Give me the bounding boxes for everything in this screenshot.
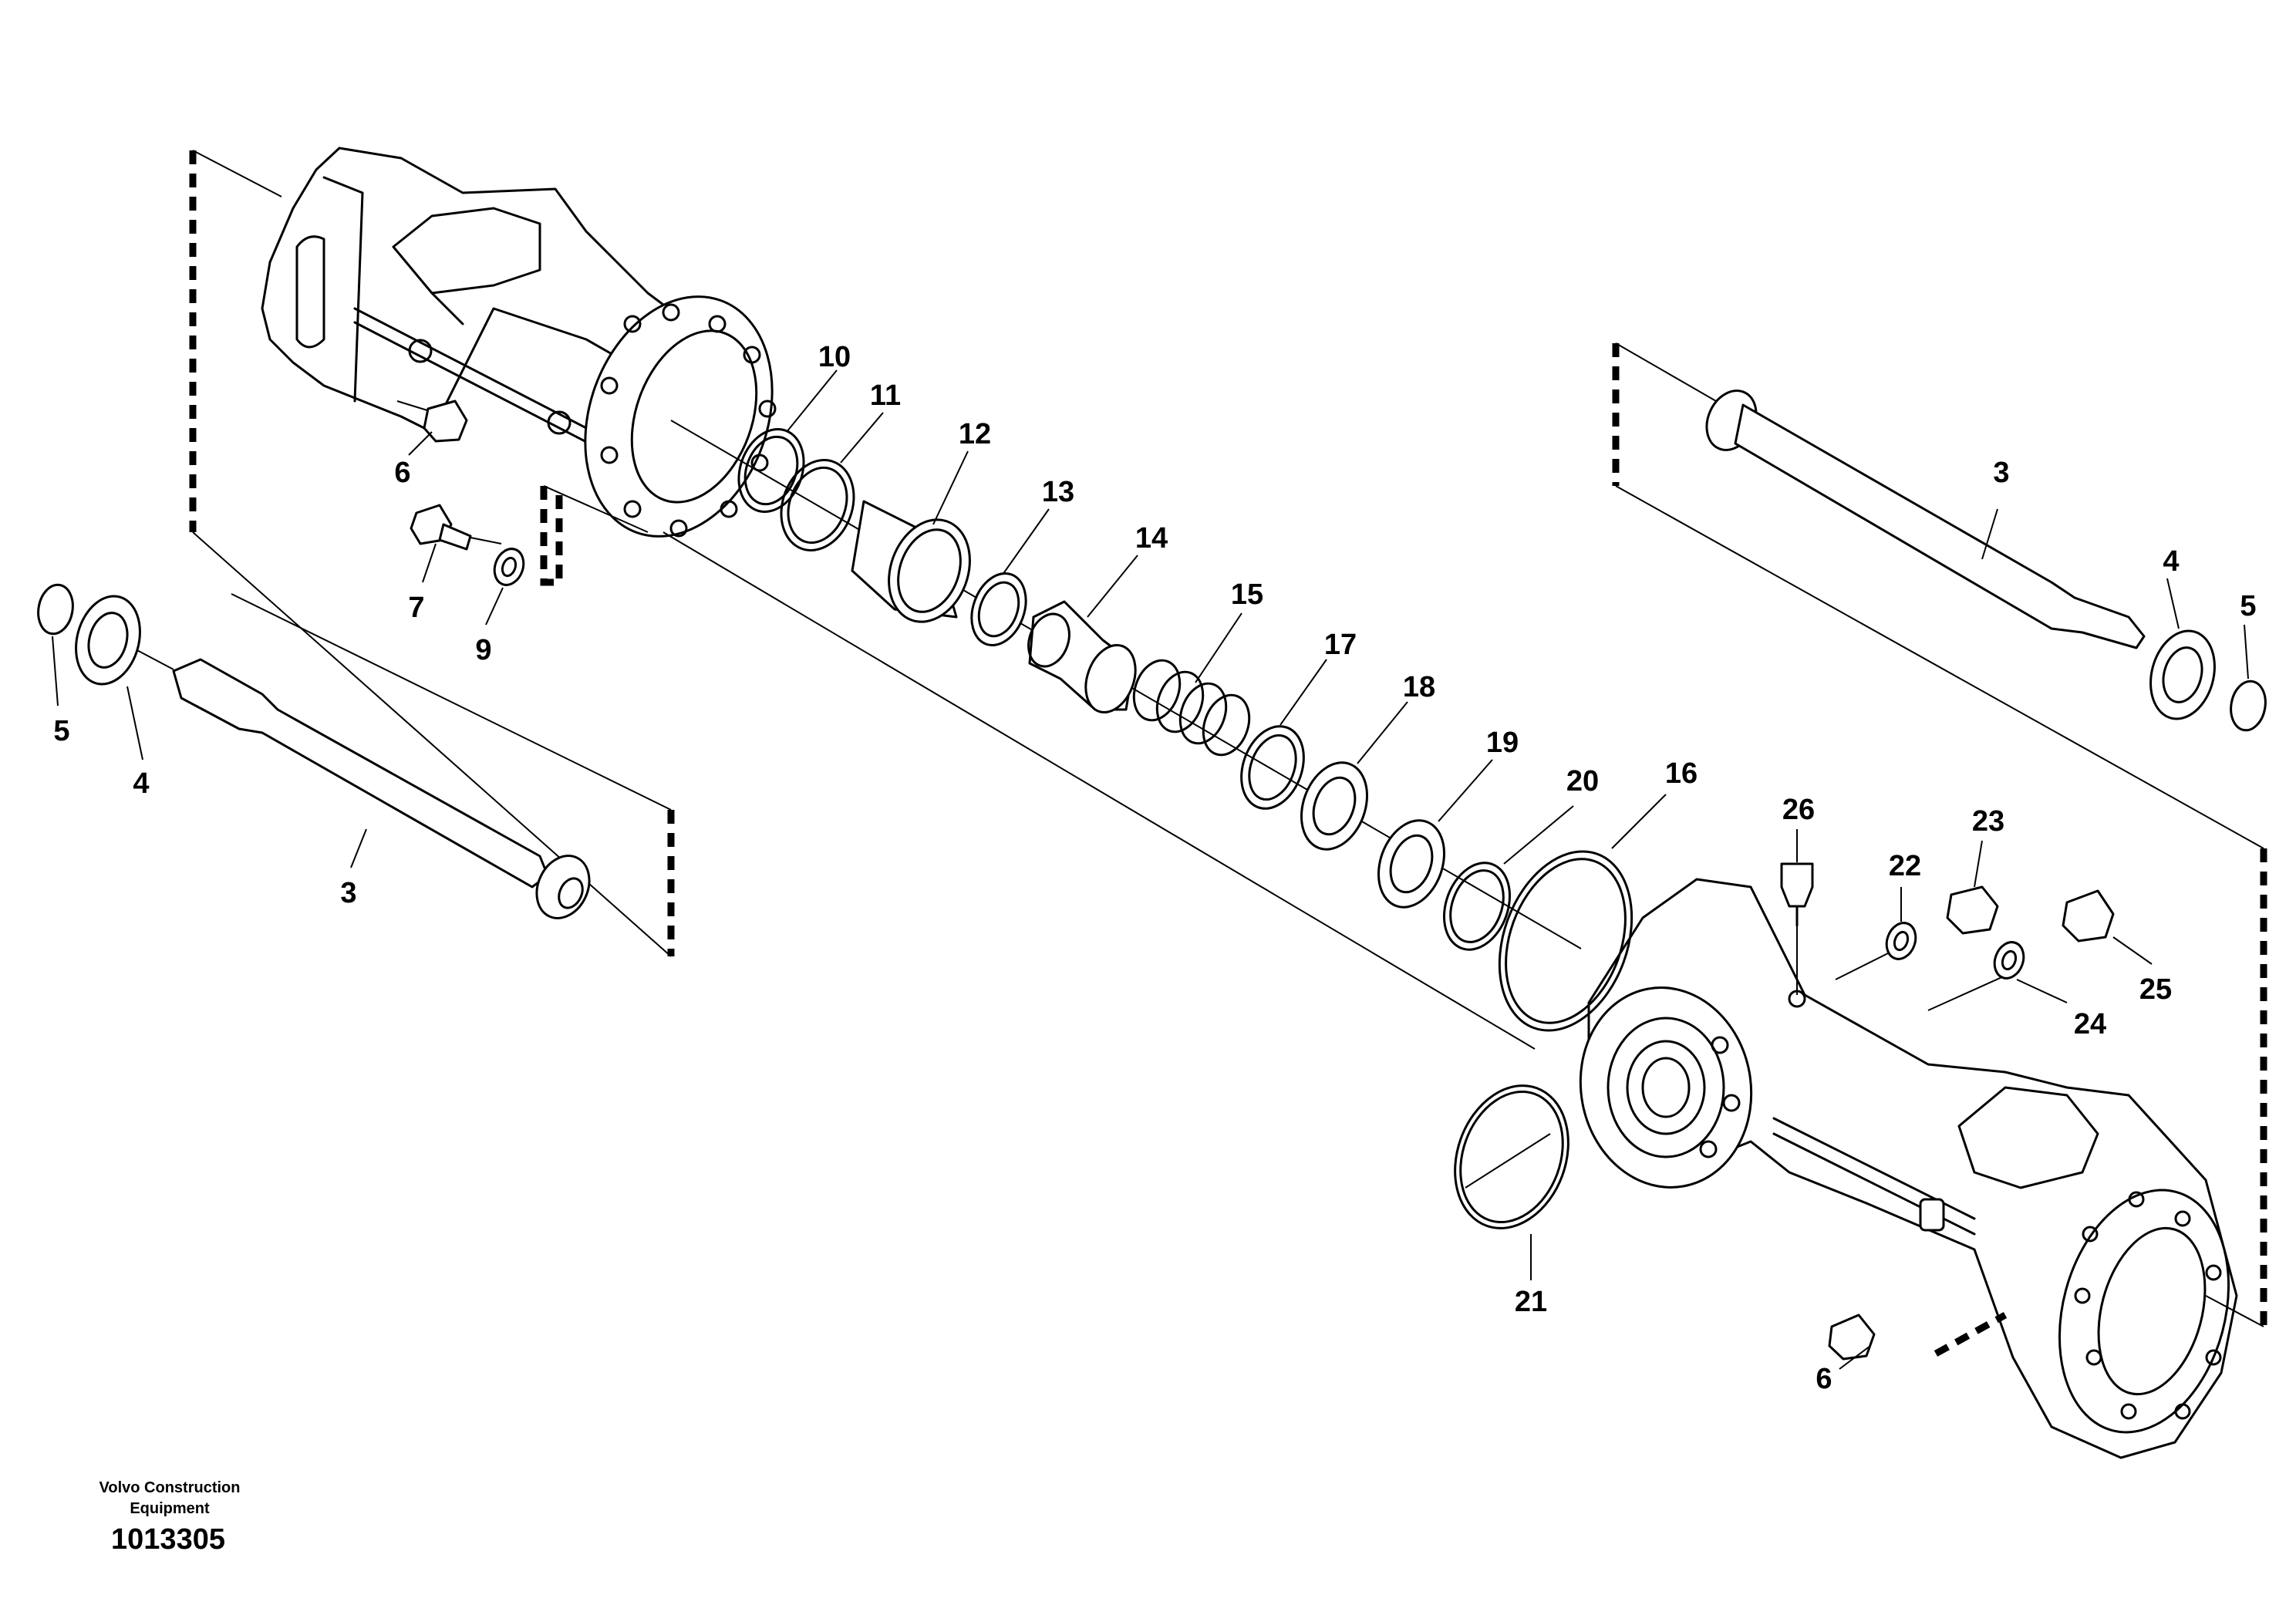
callout-16: 16	[1665, 757, 1698, 790]
plug-25	[2062, 889, 2115, 943]
bushing-12	[851, 500, 971, 623]
callout-21: 21	[1515, 1286, 1547, 1318]
plug-23	[1946, 885, 1999, 935]
callout-6-left: 6	[394, 457, 410, 489]
callout-3-right: 3	[1993, 457, 2009, 489]
washer-22	[1885, 922, 1917, 960]
callout-labels: 10 11 12 13 14 15 17 18 19 20 16 26 22 2…	[53, 341, 2256, 1395]
right-axle-housing	[1579, 878, 2238, 1459]
hub-14	[1027, 600, 1137, 714]
bearing-4-left	[75, 595, 141, 686]
bearing-4-right	[2149, 629, 2216, 720]
callout-24: 24	[2074, 1008, 2106, 1040]
snap-ring-5-right	[2230, 679, 2267, 732]
callout-22: 22	[1889, 850, 1921, 882]
needle-bearing-13	[970, 572, 1027, 646]
half-shaft-3-left	[172, 658, 591, 919]
plug-6-right	[1828, 1313, 1876, 1361]
callout-14: 14	[1135, 522, 1168, 555]
o-ring-16	[1498, 850, 1633, 1032]
left-axle-housing	[261, 147, 777, 538]
washer-24	[1993, 941, 2025, 980]
snap-ring-11	[780, 459, 855, 551]
callout-4-left: 4	[133, 767, 149, 800]
callout-13: 13	[1042, 476, 1074, 508]
bolt-7	[410, 504, 472, 551]
snap-ring-20	[1442, 862, 1512, 951]
callout-20: 20	[1566, 765, 1599, 798]
callout-9: 9	[475, 634, 491, 666]
leader-lines	[52, 369, 2249, 1370]
callout-26: 26	[1782, 794, 1815, 826]
callout-7: 7	[408, 592, 424, 624]
plug-6-left	[423, 400, 468, 443]
callout-17: 17	[1324, 629, 1357, 661]
footer-brand: Volvo Construction Equipment 1013305	[99, 1479, 241, 1556]
callout-15: 15	[1231, 578, 1263, 611]
brand-line-1: Volvo Construction	[99, 1479, 241, 1496]
brand-line-2: Equipment	[130, 1500, 210, 1517]
callout-11: 11	[870, 379, 901, 412]
drawing-number: 1013305	[111, 1523, 225, 1556]
callout-6-right: 6	[1816, 1363, 1832, 1395]
half-shaft-3-right	[1705, 389, 2146, 649]
snap-ring-5-left	[37, 583, 74, 636]
callout-12: 12	[959, 418, 991, 450]
breather-26	[1780, 862, 1814, 927]
bearing-19	[1377, 819, 1446, 909]
spring-15	[1132, 659, 1251, 757]
washer-9	[493, 548, 525, 586]
callout-10: 10	[818, 341, 851, 373]
callout-4-right: 4	[2163, 545, 2179, 578]
o-ring-21	[1454, 1084, 1569, 1229]
ring-17	[1240, 725, 1305, 810]
callout-3-left: 3	[340, 877, 356, 909]
callout-23: 23	[1972, 805, 2004, 838]
callout-18: 18	[1403, 671, 1435, 703]
callout-25: 25	[2139, 973, 2172, 1006]
callout-5-right: 5	[2240, 590, 2256, 622]
bearing-18	[1300, 761, 1369, 851]
break-lines	[189, 150, 2267, 1357]
callout-19: 19	[1486, 727, 1519, 759]
callout-5-left: 5	[53, 715, 69, 747]
